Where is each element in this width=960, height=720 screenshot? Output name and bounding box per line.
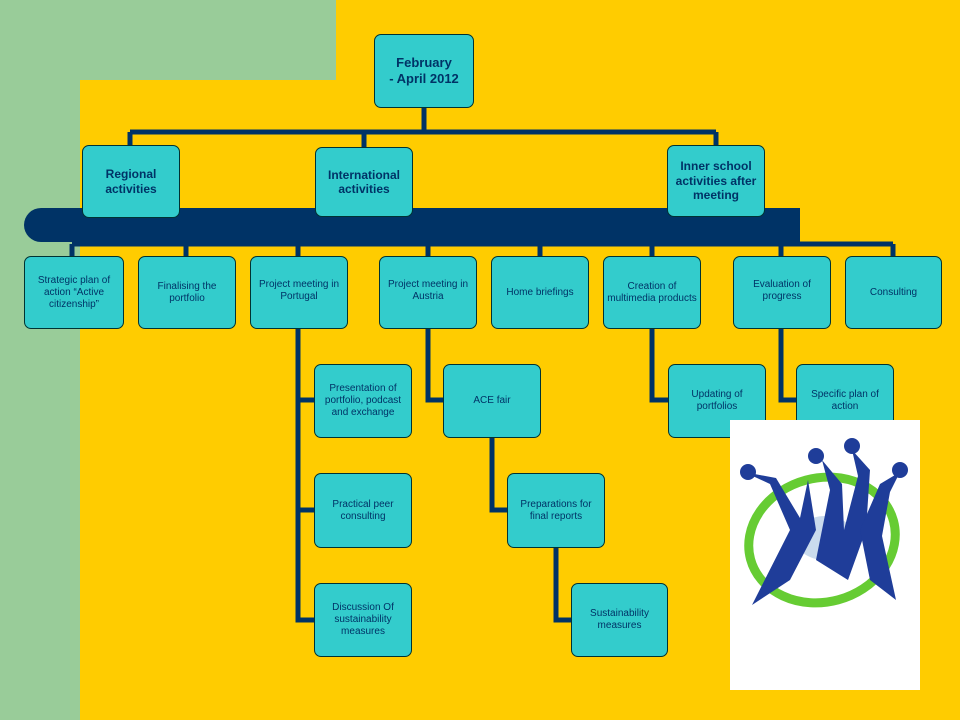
node-preparations-final-reports: Preparations for final reports xyxy=(507,473,605,548)
node-practical-peer-consulting: Practical peer consulting xyxy=(314,473,412,548)
node-project-meeting-portugal: Project meeting in Portugal xyxy=(250,256,348,329)
node-inner-school-activities: Inner school activities after meeting xyxy=(667,145,765,217)
node-international-activities: International activities xyxy=(315,147,413,217)
node-strategic-plan: Strategic plan of action “Active citizen… xyxy=(24,256,124,329)
background-green-left xyxy=(0,0,80,720)
node-regional-activities: Regional activities xyxy=(82,145,180,218)
node-sustainability-measures: Sustainability measures xyxy=(571,583,668,657)
root-node: February - April 2012 xyxy=(374,34,474,108)
node-consulting: Consulting xyxy=(845,256,942,329)
node-project-meeting-austria: Project meeting in Austria xyxy=(379,256,477,329)
node-discussion-sustainability: Discussion Of sustainability measures xyxy=(314,583,412,657)
logo-panel xyxy=(730,420,920,690)
node-multimedia-products: Creation of multimedia products xyxy=(603,256,701,329)
node-finalising-portfolio: Finalising the portfolio xyxy=(138,256,236,329)
node-ace-fair: ACE fair xyxy=(443,364,541,438)
node-home-briefings: Home briefings xyxy=(491,256,589,329)
node-presentation-portfolio: Presentation of portfolio, podcast and e… xyxy=(314,364,412,438)
ace-logo-icon xyxy=(740,438,908,608)
node-evaluation-progress: Evaluation of progress xyxy=(733,256,831,329)
